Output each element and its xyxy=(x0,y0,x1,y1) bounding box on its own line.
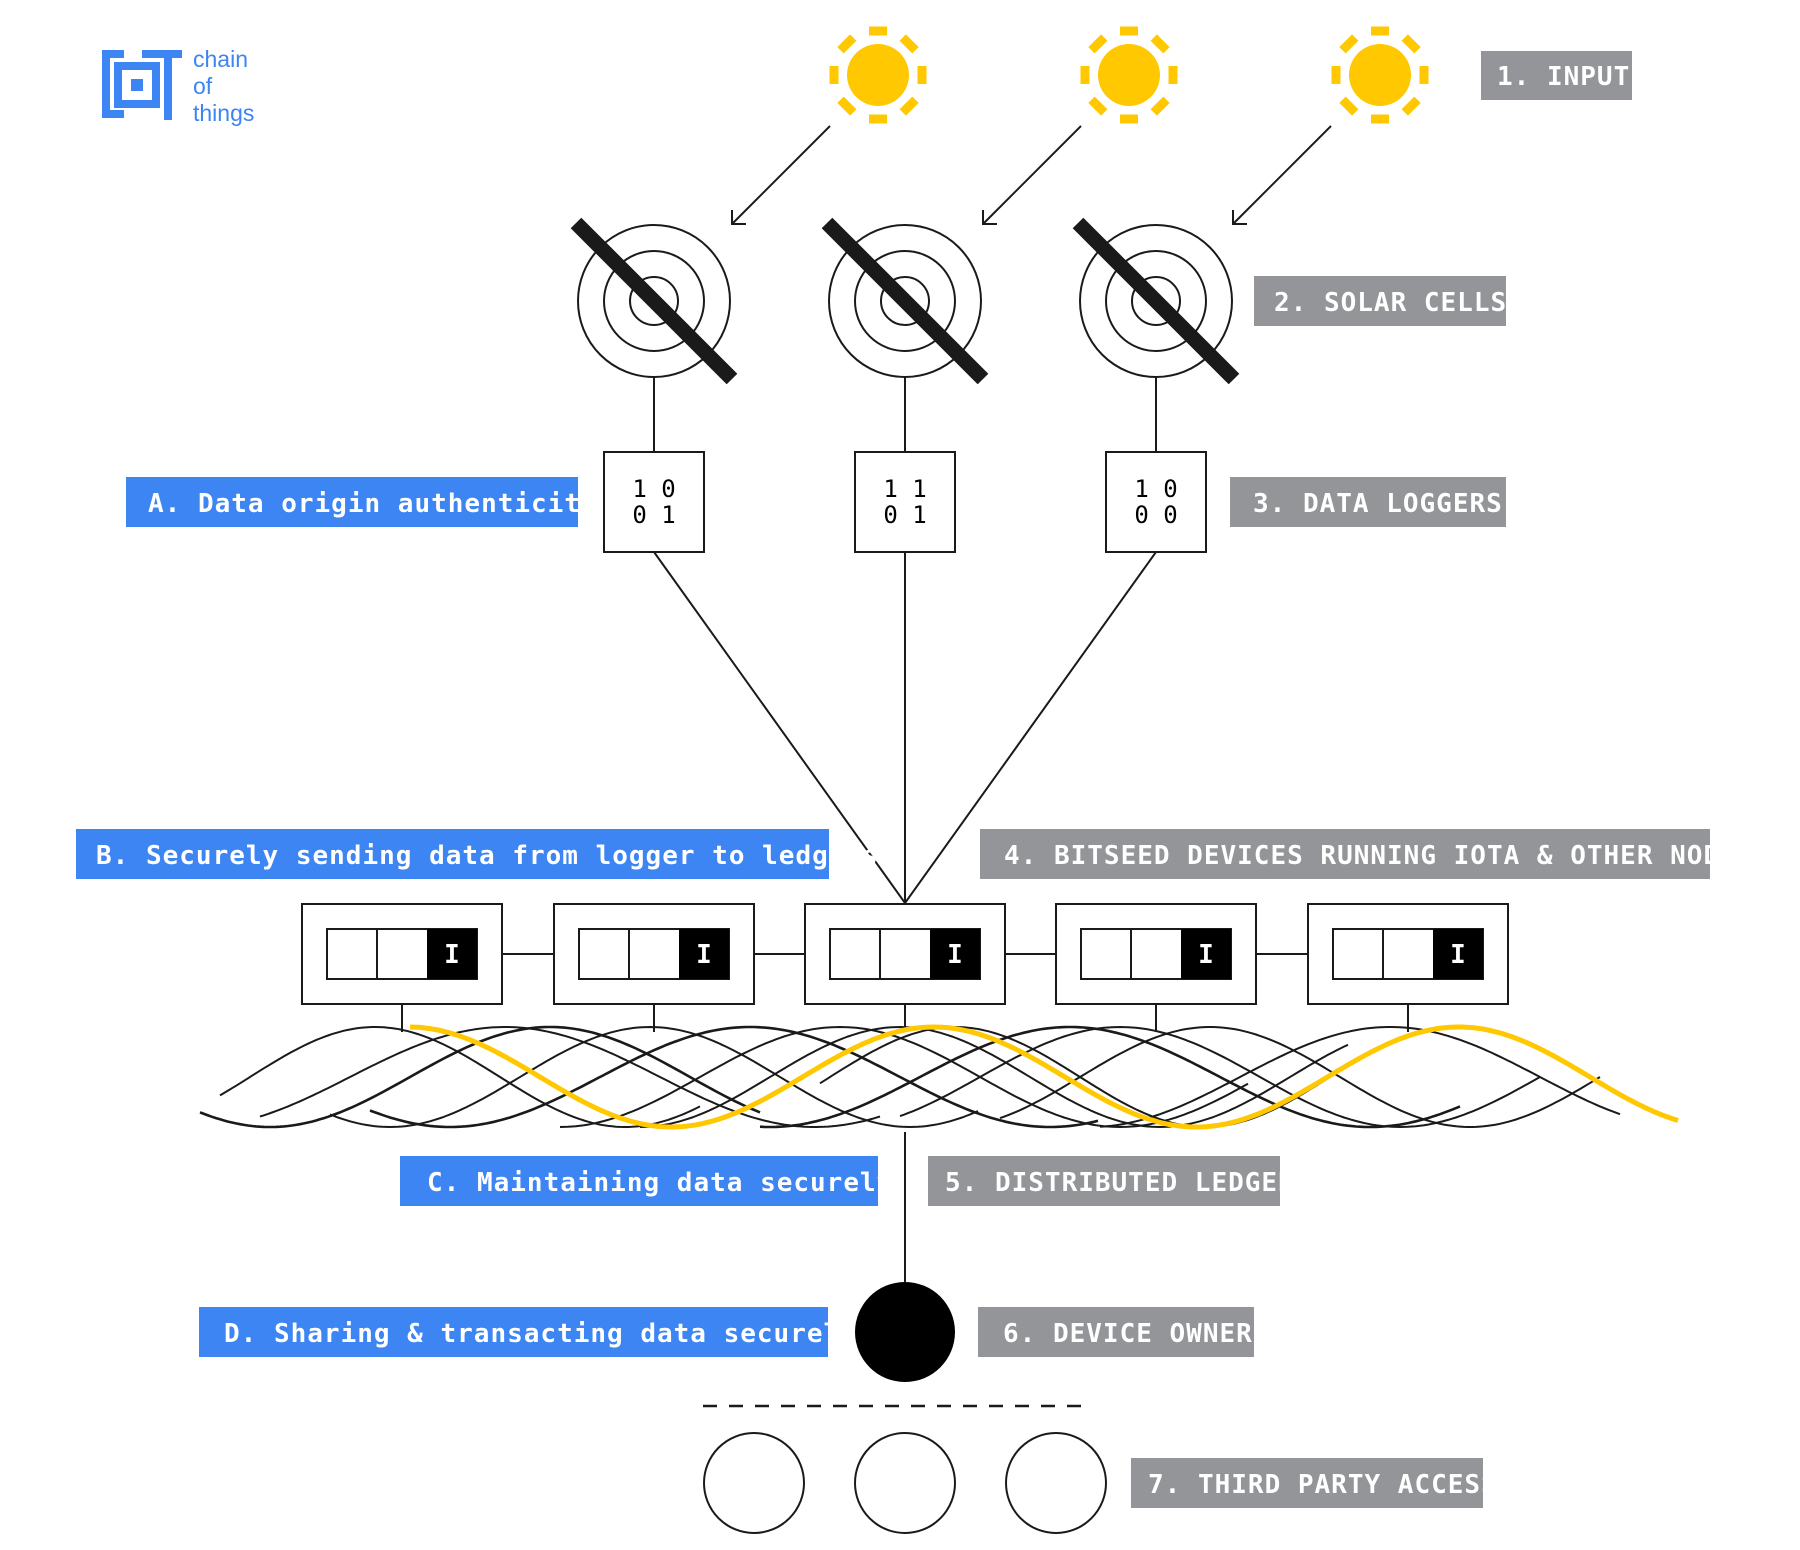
device-node-icon: I xyxy=(1055,903,1257,1032)
logger-bits-row2: 0 1 xyxy=(632,501,675,529)
label-solar-cells: 2. SOLAR CELLS xyxy=(1254,276,1507,326)
logger-device-links xyxy=(653,551,1157,904)
ledger-wave-icon xyxy=(199,1024,1679,1130)
third-party-icon xyxy=(854,1432,956,1534)
label-distributed-ledger: 5. DISTRIBUTED LEDGER xyxy=(928,1156,1295,1206)
logger-bits-row1: 1 1 xyxy=(883,475,926,503)
svg-text:A. Data origin authenticity: A. Data origin authenticity xyxy=(148,489,598,519)
third-party-icon xyxy=(1005,1432,1107,1534)
svg-text:D. Sharing & transacting data: D. Sharing & transacting data securely xyxy=(224,1319,857,1349)
suns-row xyxy=(829,26,1429,124)
solar-cells-row xyxy=(570,217,1240,385)
third-parties-row xyxy=(703,1432,1107,1534)
label-device-owner: 6. DEVICE OWNER xyxy=(978,1307,1254,1357)
logo-line-1: chain xyxy=(193,46,248,72)
data-logger-icon: 1 10 1 xyxy=(854,451,956,553)
svg-text:6. DEVICE OWNER: 6. DEVICE OWNER xyxy=(1003,1319,1253,1349)
logo: chain of things xyxy=(102,46,254,126)
arrow-icon xyxy=(982,125,1082,225)
label-input: 1. INPUT xyxy=(1481,51,1632,100)
svg-text:B. Securely sending data from: B. Securely sending data from logger to … xyxy=(96,841,879,871)
svg-text:1. INPUT: 1. INPUT xyxy=(1497,62,1630,92)
solar-cell-icon xyxy=(821,217,989,385)
solar-cell-icon xyxy=(1072,217,1240,385)
device-slot-label: I xyxy=(696,940,712,970)
logger-bits-row2: 0 0 xyxy=(1134,501,1177,529)
logo-line-3: things xyxy=(193,100,254,126)
owner-icon xyxy=(855,1282,955,1382)
device-slot-label: I xyxy=(1198,940,1214,970)
data-loggers-row: 1 00 11 10 11 00 0 xyxy=(603,451,1207,553)
device-slot-label: I xyxy=(1450,940,1466,970)
label-sharing-transacting: D. Sharing & transacting data securely xyxy=(199,1307,857,1357)
sun-icon xyxy=(1080,26,1178,124)
sunlight-arrows xyxy=(731,125,1332,225)
svg-text:7. THIRD PARTY ACCESS: 7. THIRD PARTY ACCESS xyxy=(1148,1470,1498,1500)
label-bitseed-devices: 4. BITSEED DEVICES RUNNING IOTA & OTHER … xyxy=(980,829,1753,879)
svg-text:3. DATA LOGGERS: 3. DATA LOGGERS xyxy=(1253,489,1503,519)
sun-icon xyxy=(829,26,927,124)
label-maintaining-data: C. Maintaining data securely xyxy=(400,1156,893,1206)
logger-bits-row2: 0 1 xyxy=(883,501,926,529)
sun-icon xyxy=(1331,26,1429,124)
device-slot-label: I xyxy=(444,940,460,970)
svg-text:2. SOLAR CELLS: 2. SOLAR CELLS xyxy=(1274,288,1507,318)
solar-cell-icon xyxy=(570,217,738,385)
svg-text:4. BITSEED DEVICES RUNNING IOT: 4. BITSEED DEVICES RUNNING IOTA & OTHER … xyxy=(1004,841,1753,871)
label-data-origin-authenticity: A. Data origin authenticity xyxy=(126,477,598,527)
svg-text:C. Maintaining data securely: C. Maintaining data securely xyxy=(427,1168,893,1198)
logo-line-2: of xyxy=(193,73,213,99)
highlight-wave xyxy=(409,1024,1679,1130)
label-data-loggers: 3. DATA LOGGERS xyxy=(1230,477,1506,527)
third-party-icon xyxy=(703,1432,805,1534)
label-securely-sending: B. Securely sending data from logger to … xyxy=(76,829,879,879)
logger-bits-row1: 1 0 xyxy=(1134,475,1177,503)
device-node-icon: I xyxy=(804,903,1006,1032)
device-node-icon: I xyxy=(1307,903,1509,1032)
data-logger-icon: 1 00 0 xyxy=(1105,451,1207,553)
device-node-icon: I xyxy=(553,903,755,1032)
chain-of-things-logo-icon xyxy=(102,50,182,120)
cell-logger-links xyxy=(653,376,1157,452)
arrow-icon xyxy=(1232,125,1332,225)
logger-bits-row1: 1 0 xyxy=(632,475,675,503)
label-third-party-access: 7. THIRD PARTY ACCESS xyxy=(1131,1458,1498,1508)
data-logger-icon: 1 00 1 xyxy=(603,451,705,553)
svg-text:5. DISTRIBUTED LEDGER: 5. DISTRIBUTED LEDGER xyxy=(945,1168,1295,1198)
device-slot-label: I xyxy=(947,940,963,970)
arrow-icon xyxy=(731,125,831,225)
device-node-icon: I xyxy=(301,903,503,1032)
